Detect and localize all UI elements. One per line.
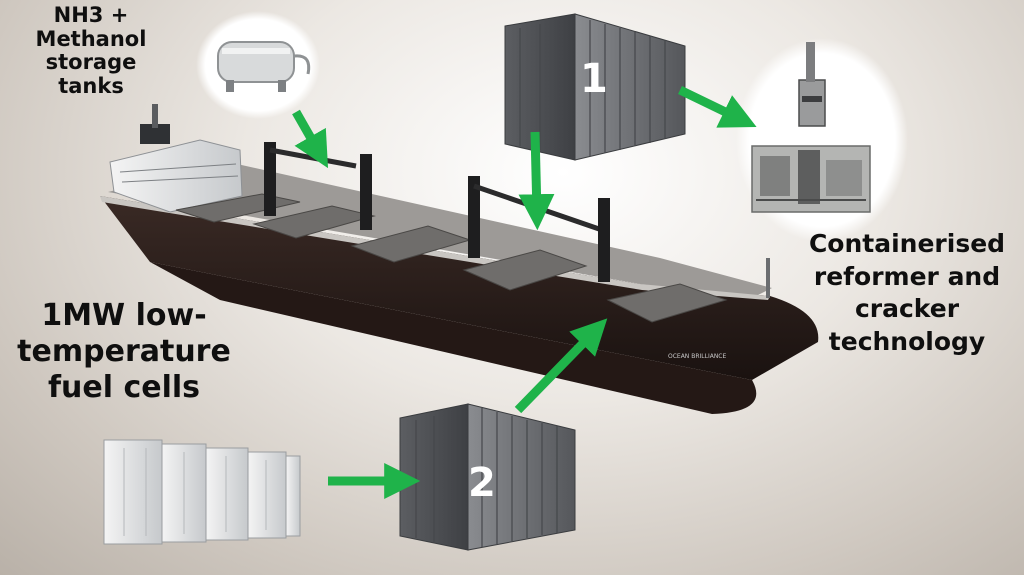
label-storage-tanks: NH3 + Methanol storage tanks [6,3,176,98]
reformer-bubble [736,38,908,242]
arrow-tank-to-ship [292,109,329,169]
label-line: 1MW low- [41,298,207,333]
label-line: technology [828,326,986,356]
flow-arrows [292,85,757,499]
storage-tank-icon [217,41,311,92]
container-2: 2 [399,403,576,551]
arrow-container1-to-ship [518,131,555,231]
ship-name: OCEAN BRILLIANCE [668,353,726,360]
label-line: storage [45,50,137,75]
label-line: reformer and [813,261,1001,291]
label-line: Containerised [808,229,1006,258]
label-line: fuel cells [47,370,201,405]
fuel-cell-cabinets [103,439,301,545]
deck-cranes [264,142,770,298]
storage-tank-bubble [196,11,320,119]
label-line: cracker [854,294,960,323]
arrow-container2-to-ship [514,318,608,414]
accommodation-block [109,104,243,213]
container-2-number: 2 [468,460,496,506]
bulk-carrier-ship: OCEAN BRILLIANCE [100,104,819,414]
container-1-number: 1 [580,56,608,102]
label-fuel-cells: 1MW low- temperature fuel cells [4,298,244,406]
label-line: Methanol [35,26,147,51]
label-reformer: Containerised reformer and cracker techn… [790,228,1024,358]
label-line: tanks [58,73,124,98]
reactor-column-icon [798,42,826,127]
label-line: NH3 + [53,3,129,27]
cracker-equipment-icon [751,145,871,213]
container-1: 1 [504,13,686,161]
arrow-container1-to-reformer [678,85,757,128]
label-line: temperature [17,334,231,369]
